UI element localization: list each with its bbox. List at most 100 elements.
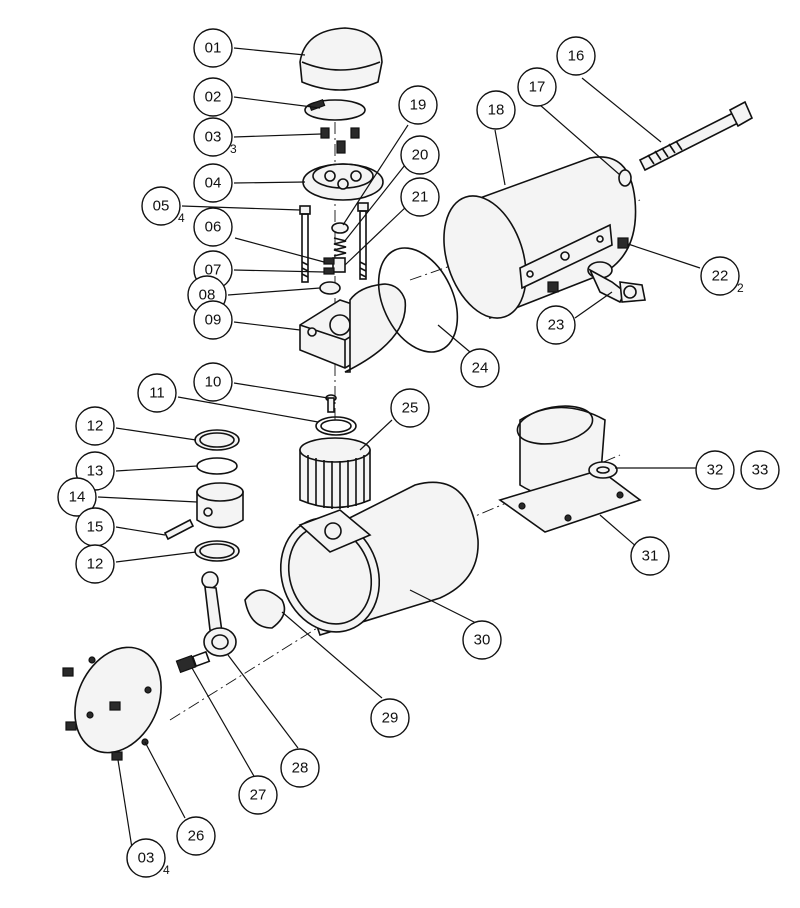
- callout-05: 054: [141, 186, 185, 226]
- callout-30: 30: [462, 620, 502, 660]
- callout-circle: [700, 256, 740, 296]
- callout-quantity: 2: [737, 281, 744, 295]
- callout-02: 02: [193, 77, 233, 117]
- callout-number: 08: [199, 287, 216, 304]
- leader-31: [599, 514, 639, 549]
- part-28-connecting-rod: [201, 571, 237, 657]
- callout-18: 18: [476, 90, 516, 130]
- part-23-fitting: [587, 261, 646, 304]
- callout-09: 09: [193, 300, 233, 340]
- callout-number: 03: [205, 129, 222, 146]
- callout-number: 26: [188, 828, 205, 845]
- callout-number: 11: [149, 385, 165, 402]
- callout-12: 12: [75, 406, 115, 446]
- leader-19: [342, 124, 409, 226]
- callout-17: 17: [517, 67, 557, 107]
- callout-number: 25: [402, 400, 419, 417]
- callout-number: 23: [548, 317, 565, 334]
- callout-circle: [476, 90, 516, 130]
- callout-number: 06: [205, 219, 222, 236]
- callout-circle: [57, 477, 97, 517]
- part-14-piston: [196, 482, 244, 529]
- leader-20: [343, 164, 406, 243]
- part-31-mounting-band: [498, 405, 642, 533]
- callout-circle: [193, 77, 233, 117]
- callout-number: 27: [250, 787, 267, 804]
- callout-circle: [695, 450, 735, 490]
- callout-number: 20: [412, 147, 429, 164]
- callout-number: 24: [472, 360, 489, 377]
- callout-16: 16: [556, 36, 596, 76]
- callout-circle: [176, 816, 216, 856]
- callout-32: 32: [695, 450, 735, 490]
- callout-circle: [370, 698, 410, 738]
- leader-06: [234, 237, 325, 263]
- leader-29: [281, 611, 383, 699]
- callout-number: 19: [410, 97, 427, 114]
- callout-33: 33: [740, 450, 780, 490]
- callout-number: 33: [752, 462, 769, 479]
- leader-18: [494, 129, 506, 186]
- part-01-cap: [299, 27, 383, 91]
- leader-26: [144, 741, 186, 819]
- part-27-nut: [175, 650, 211, 674]
- callout-circle: [460, 348, 500, 388]
- callout-circle: [536, 305, 576, 345]
- callout-01: 01: [193, 28, 233, 68]
- leader-09: [233, 321, 301, 331]
- callout-circle: [462, 620, 502, 660]
- callout-circle: [137, 373, 177, 413]
- callout-27: 27: [238, 775, 278, 815]
- callout-circle: [193, 117, 233, 157]
- part-13-o-ring: [196, 457, 238, 475]
- callout-circle: [126, 838, 166, 878]
- callout-number: 31: [642, 548, 659, 565]
- callout-number: 09: [205, 312, 222, 329]
- callout-quantity: 3: [230, 142, 237, 156]
- callout-19: 19: [398, 85, 438, 125]
- callout-number: 12: [87, 418, 104, 435]
- part-12-piston-rings: [194, 429, 240, 562]
- callout-number: 28: [292, 760, 309, 777]
- leader-30: [409, 589, 479, 625]
- part-22-set-screws: [547, 237, 629, 293]
- part-24-gasket: [377, 247, 459, 353]
- leader-25: [359, 419, 393, 451]
- callout-circle: [193, 362, 233, 402]
- callout-number: 30: [474, 632, 491, 649]
- part-06-08-small-parts: [319, 257, 341, 295]
- callout-circle: [193, 163, 233, 203]
- leader-02: [233, 96, 321, 109]
- leader-11: [177, 396, 319, 423]
- callout-number: 13: [87, 463, 104, 480]
- leader-07: [233, 269, 325, 273]
- leader-24: [437, 324, 471, 353]
- callout-number: 02: [205, 89, 222, 106]
- part-05-bolts: [299, 202, 369, 283]
- part-03-lower-screws: [62, 667, 123, 761]
- callout-circle: [517, 67, 557, 107]
- callout-10: 10: [193, 362, 233, 402]
- leader-14: [97, 496, 198, 503]
- part-03-screws: [320, 127, 360, 154]
- callout-15: 15: [75, 507, 115, 547]
- callout-number: 03: [138, 850, 155, 867]
- callout-31: 31: [630, 536, 670, 576]
- callout-number: 14: [69, 489, 86, 506]
- callout-14: 14: [57, 477, 97, 517]
- leader-17: [539, 104, 621, 176]
- leader-04: [233, 181, 306, 184]
- callout-quantity: 4: [163, 863, 170, 877]
- callout-number: 12: [87, 556, 104, 573]
- callout-circle: [75, 406, 115, 446]
- leader-15: [115, 526, 166, 536]
- callout-22: 222: [700, 256, 744, 296]
- callout-12: 12: [75, 544, 115, 584]
- callout-number: 15: [87, 519, 104, 536]
- leader-03-lower: [117, 759, 133, 849]
- callout-circle: [141, 186, 181, 226]
- part-09-cylinder-head: [299, 283, 407, 373]
- crank-axis: [169, 619, 331, 721]
